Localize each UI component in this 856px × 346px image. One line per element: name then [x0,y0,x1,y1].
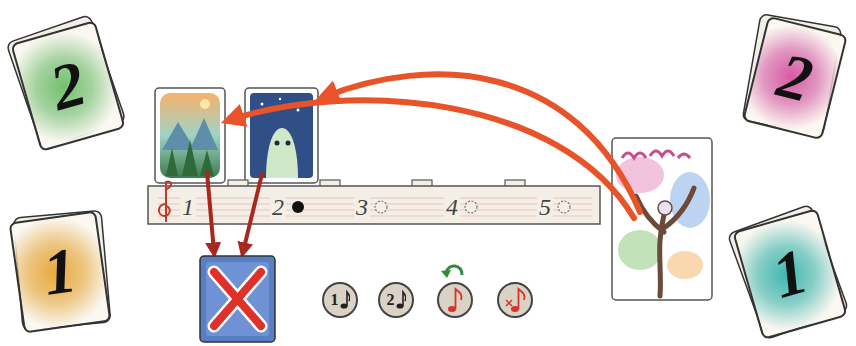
number-card: 2 [10,20,125,152]
track-number: 2 [270,195,286,219]
note-symbol [340,290,350,310]
action-token [498,283,532,317]
score-track [148,180,600,224]
number-card: 1 [732,208,847,340]
token-number: 1 [331,292,339,308]
discard-card [200,256,275,342]
number-card: 1 [9,210,112,333]
landscape-card [155,88,225,183]
card-number: 2 [772,43,819,113]
note-symbol [396,290,406,310]
track-number: 1 [180,195,196,219]
token-number: 2 [387,292,395,308]
note-token: 1 [322,282,358,318]
card-number: 1 [766,239,814,309]
move-arrow [230,100,634,218]
track-number: 4 [444,195,460,219]
move-arrow [324,74,640,212]
conductor-card [612,138,712,300]
action-token [438,266,472,317]
track-number: 5 [537,195,553,219]
card-stack [6,14,848,340]
track-number: 3 [354,195,370,219]
discard-arrow [207,172,214,252]
note-token: 2 [378,282,414,318]
card-number: 2 [44,51,92,121]
discard-arrow [243,174,262,252]
card-number: 1 [40,238,81,306]
